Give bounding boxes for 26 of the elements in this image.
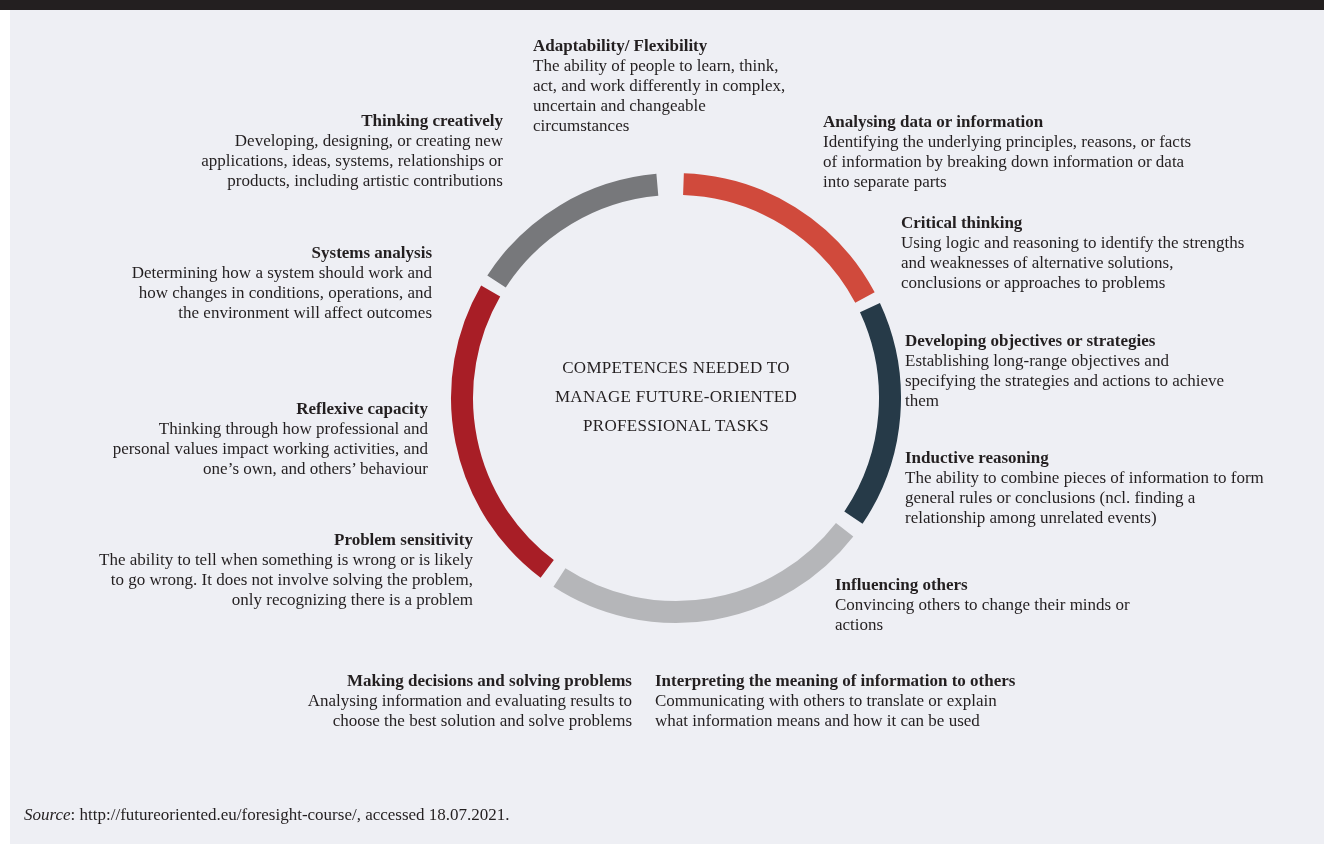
- competence-heading: Interpreting the meaning of information to others: [655, 671, 1017, 691]
- competence-heading: Inductive reasoning: [905, 448, 1050, 468]
- competence-heading: Reflexive capacity: [295, 399, 428, 419]
- competence-description: The ability to tell when something is wrong or is likely to go wrong. It does not involve solving the problem, only recognizing there is a problem: [98, 550, 473, 610]
- competence-heading: Developing objectives or strategies: [905, 331, 1157, 351]
- competence-description: Convincing others to change their minds or actions: [835, 595, 1131, 635]
- competence-heading: Critical thinking: [901, 213, 1024, 233]
- source-note: Source: http://futureoriented.eu/foresight-course/, accessed 18.07.2021.: [24, 805, 510, 825]
- competence-heading: Influencing others: [835, 575, 969, 595]
- competence-description: Establishing long-range objectives and specifying the strategies and actions to achieve them: [905, 351, 1225, 411]
- competence-heading: Problem sensitivity: [333, 530, 473, 550]
- competence-description: The ability of people to learn, think, act, and work differently in complex, uncertain and changeable circumstances: [533, 56, 787, 136]
- competence-heading: Thinking creatively: [360, 111, 503, 131]
- competence-heading: Analysing data or information: [823, 112, 1045, 132]
- competence-description: Identifying the underlying principles, reasons, or facts of information by breaking down information or data into separate parts: [823, 132, 1193, 192]
- competence-description: Using logic and reasoning to identify the strengths and weaknesses of alternative solutions, conclusions or approaches to problems: [901, 233, 1246, 293]
- competence-heading: Making decisions and solving problems: [346, 671, 632, 691]
- competence-description: Determining how a system should work and how changes in conditions, operations, and the environment will affect outcomes: [130, 263, 432, 323]
- competence-heading: Adaptability/ Flexibility: [533, 36, 709, 56]
- competence-description: Communicating with others to translate or explain what information means and how it can be used: [655, 691, 998, 731]
- competence-description: Thinking through how professional and personal values impact working activities, and one’s own, and others’ behaviour: [111, 419, 428, 479]
- competence-description: The ability to combine pieces of information to form general rules or conclusions (ncl. finding a relationship among unrelated events): [905, 468, 1265, 528]
- competence-heading: Systems analysis: [310, 243, 432, 263]
- competence-description: Developing, designing, or creating new applications, ideas, systems, relationships or products, including artistic contributions: [200, 131, 503, 191]
- competence-description: Analysing information and evaluating results to choose the best solution and solve problems: [306, 691, 632, 731]
- center-title: COMPETENCES NEEDED TO MANAGE FUTURE-ORIENTED PROFESSIONAL TASKS: [553, 357, 799, 437]
